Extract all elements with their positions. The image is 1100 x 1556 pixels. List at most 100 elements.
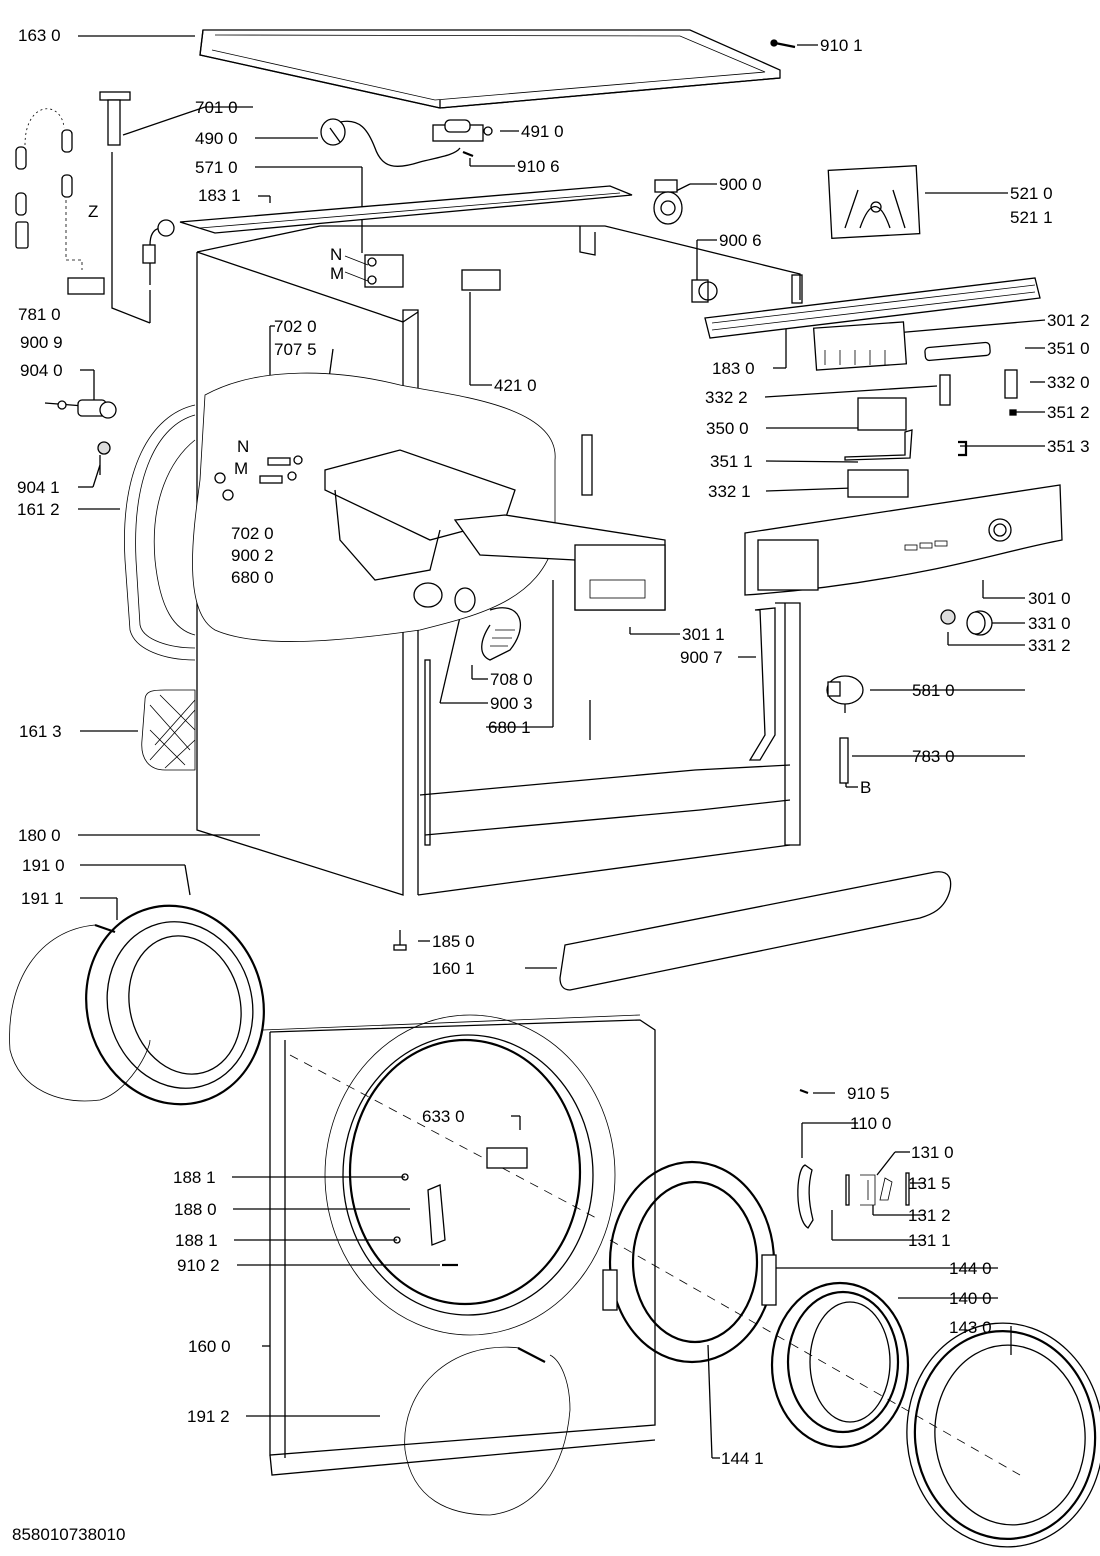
door-lock-part	[486, 1147, 528, 1169]
light-pipe-part	[844, 429, 913, 461]
display-board-part	[812, 321, 908, 371]
part-label: 783 0	[912, 747, 955, 766]
inlet-valve-part	[344, 254, 404, 288]
led-light-pipe-part	[924, 341, 991, 362]
inner-door-frame-part	[602, 1160, 777, 1364]
interference-filter-part	[432, 119, 493, 142]
part-label: 351 0	[1047, 339, 1090, 358]
dispenser-drawer-part	[453, 514, 666, 611]
part-label: 910 1	[820, 36, 863, 55]
latch-part	[653, 179, 683, 225]
part-label: 910 5	[847, 1084, 890, 1103]
part-label: 183 1	[198, 186, 241, 205]
door-gasket-wire-part	[9, 924, 151, 1102]
part-label: 900 3	[490, 694, 533, 713]
part-label: 351 3	[1047, 437, 1090, 456]
cable-clip-part	[691, 279, 718, 303]
wiring-bracket-part	[748, 607, 776, 761]
diagram-reference-number: 858010738010	[12, 1525, 126, 1544]
part-label: 143 0	[949, 1318, 992, 1337]
tube-part	[839, 737, 849, 784]
part-label: 161 3	[19, 722, 62, 741]
part-label: 680 1	[488, 718, 531, 737]
part-label: 781 0	[18, 305, 61, 324]
part-label: 910 2	[177, 1256, 220, 1275]
adjustable-foot-part	[393, 930, 407, 951]
spring-part	[1009, 409, 1017, 416]
button-set-part	[847, 469, 909, 498]
part-label: 904 0	[20, 361, 63, 380]
part-label: 571 0	[195, 158, 238, 177]
part-label: 185 0	[432, 932, 475, 951]
part-label: 163 0	[18, 26, 61, 45]
part-label: 900 0	[719, 175, 762, 194]
hose-spring-parts	[15, 108, 105, 295]
part-label: 702 0	[231, 524, 274, 543]
button-part	[1004, 369, 1018, 399]
part-label: M	[234, 459, 249, 478]
part-label: 491 0	[521, 122, 564, 141]
dispenser-hose-part	[454, 587, 521, 661]
part-label: 521 0	[1010, 184, 1053, 203]
screw-part	[462, 150, 474, 158]
part-label: 680 0	[231, 568, 274, 587]
filter-grille-part	[141, 689, 196, 771]
part-label: 910 6	[517, 157, 560, 176]
part-label: 331 0	[1028, 614, 1071, 633]
pin-part	[905, 1172, 910, 1206]
control-board-part	[827, 165, 921, 239]
part-label: 131 1	[908, 1231, 951, 1250]
part-label: 131 2	[908, 1206, 951, 1225]
part-label: 351 2	[1047, 403, 1090, 422]
axis-line	[289, 1054, 601, 1221]
retaining-wire-part	[404, 1346, 571, 1516]
part-label: 490 0	[195, 129, 238, 148]
detergent-dispenser-housing-part	[324, 449, 516, 608]
part-label: 144 0	[949, 1259, 992, 1278]
latch-hook-part	[879, 1177, 893, 1201]
kick-plate-part	[559, 871, 952, 991]
pressure-switch-part	[826, 675, 864, 713]
part-label: 144 1	[721, 1449, 764, 1468]
part-label: 180 0	[18, 826, 61, 845]
part-label: 332 0	[1047, 373, 1090, 392]
part-label: B	[860, 778, 872, 797]
part-label: 350 0	[706, 419, 749, 438]
outer-door-ring-part	[906, 1322, 1100, 1548]
part-label: 301 2	[1047, 311, 1090, 330]
part-label: 131 0	[911, 1143, 954, 1162]
part-label: 707 5	[274, 340, 317, 359]
part-label: 900 6	[719, 231, 762, 250]
part-label: N	[237, 437, 250, 456]
part-label: 183 0	[712, 359, 755, 378]
part-label: 708 0	[490, 670, 533, 689]
part-label: 191 1	[21, 889, 64, 908]
part-label: 421 0	[494, 376, 537, 395]
pin-part	[845, 1174, 850, 1206]
part-label: 110 0	[850, 1114, 892, 1133]
front-panel-part	[262, 1014, 656, 1476]
door-handle-part	[797, 1164, 814, 1229]
rear-panel-gasket-part	[124, 404, 196, 661]
part-label: 191 2	[187, 1407, 230, 1426]
inlet-hose-part	[99, 91, 175, 324]
part-label: 351 1	[710, 452, 753, 471]
part-label: 160 1	[432, 959, 475, 978]
door-glass-part	[770, 1281, 910, 1449]
part-label: 701 0	[195, 98, 238, 117]
button-part	[939, 374, 951, 406]
drain-filter-part	[44, 399, 117, 475]
part-label: 191 0	[22, 856, 65, 875]
power-cord-part	[320, 118, 461, 168]
connector-parts	[214, 455, 303, 501]
part-label: 900 9	[20, 333, 63, 352]
door-gasket-part	[85, 904, 265, 1106]
part-label: 188 0	[174, 1200, 217, 1219]
part-label: 131 5	[908, 1174, 951, 1193]
part-label: 904 1	[17, 478, 60, 497]
keyboard-pcb-part	[857, 397, 907, 431]
suppressor-part	[461, 269, 501, 291]
part-label: M	[330, 264, 345, 283]
part-label: Z	[88, 202, 99, 221]
